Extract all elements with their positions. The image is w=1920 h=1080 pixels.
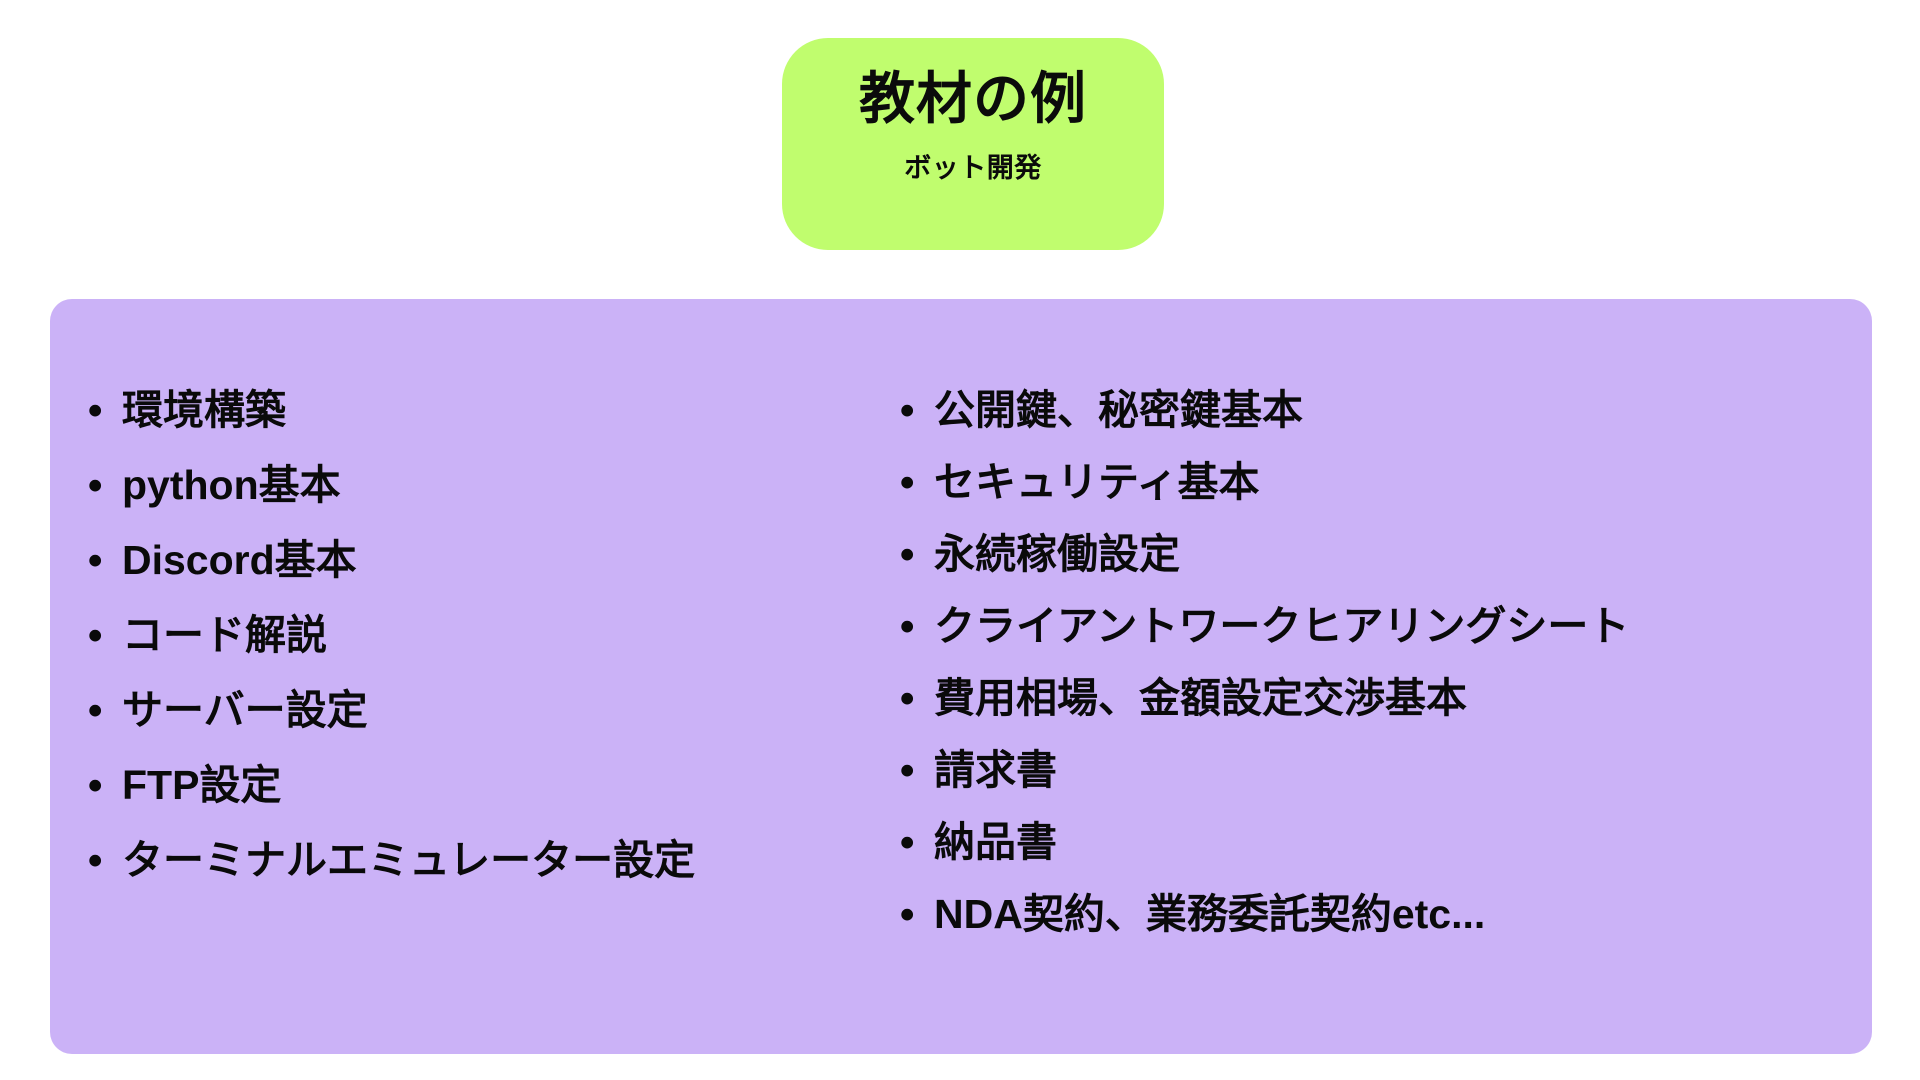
list-item: • NDA契約、業務委託契約etc... bbox=[900, 894, 1872, 935]
list-item-label: コード解説 bbox=[122, 612, 327, 658]
list-item-label: クライアントワークヒアリングシート bbox=[934, 603, 1630, 649]
bullet-point-icon: • bbox=[900, 819, 915, 865]
list-item: • コード解説 bbox=[88, 615, 890, 656]
bullet-point-icon: • bbox=[88, 687, 103, 733]
bullet-column-left: • 環境構築 • python基本 • Discord基本 • コード解説 • bbox=[50, 299, 890, 915]
list-item-label: ターミナルエミュレーター設定 bbox=[122, 837, 696, 883]
bullet-point-icon: • bbox=[900, 459, 915, 505]
list-item-label: セキュリティ基本 bbox=[934, 459, 1260, 505]
list-item: • FTP設定 bbox=[88, 765, 890, 806]
bullet-list-right: • 公開鍵、秘密鍵基本 • セキュリティ基本 • 永続稼働設定 • クライアント… bbox=[900, 390, 1872, 935]
bullet-column-right: • 公開鍵、秘密鍵基本 • セキュリティ基本 • 永続稼働設定 • クライアント… bbox=[890, 299, 1872, 966]
bullet-point-icon: • bbox=[88, 537, 103, 583]
list-item: • 納品書 bbox=[900, 822, 1872, 863]
list-item: • サーバー設定 bbox=[88, 690, 890, 731]
list-item: • 永続稼働設定 bbox=[900, 534, 1872, 575]
list-item-label: python基本 bbox=[122, 462, 341, 508]
list-item-label: 納品書 bbox=[934, 819, 1057, 865]
page-subtitle: ボット開発 bbox=[904, 153, 1042, 183]
list-item: • 環境構築 bbox=[88, 390, 890, 431]
bullet-point-icon: • bbox=[88, 462, 103, 508]
bullet-point-icon: • bbox=[900, 747, 915, 793]
bullet-point-icon: • bbox=[88, 762, 103, 808]
list-item-label: 公開鍵、秘密鍵基本 bbox=[934, 387, 1303, 433]
list-item: • 請求書 bbox=[900, 750, 1872, 791]
list-item-label: FTP設定 bbox=[122, 762, 282, 808]
list-item: • python基本 bbox=[88, 465, 890, 506]
bullet-point-icon: • bbox=[900, 387, 915, 433]
bullet-point-icon: • bbox=[900, 891, 915, 937]
list-item: • 公開鍵、秘密鍵基本 bbox=[900, 390, 1872, 431]
bullet-point-icon: • bbox=[900, 675, 915, 721]
list-item-label: Discord基本 bbox=[122, 537, 357, 583]
list-item: • 費用相場、金額設定交渉基本 bbox=[900, 678, 1872, 719]
bullet-point-icon: • bbox=[900, 531, 915, 577]
page-title: 教材の例 bbox=[859, 67, 1087, 130]
bullet-point-icon: • bbox=[900, 603, 915, 649]
list-item-label: 永続稼働設定 bbox=[934, 531, 1180, 577]
list-item-label: 費用相場、金額設定交渉基本 bbox=[934, 675, 1467, 721]
header-card: 教材の例 ボット開発 bbox=[782, 38, 1164, 250]
content-panel: • 環境構築 • python基本 • Discord基本 • コード解説 • bbox=[50, 299, 1872, 1054]
list-item-label: 環境構築 bbox=[122, 387, 286, 433]
bullet-point-icon: • bbox=[88, 387, 103, 433]
list-item: • セキュリティ基本 bbox=[900, 462, 1872, 503]
bullet-point-icon: • bbox=[88, 612, 103, 658]
list-item-label: NDA契約、業務委託契約etc... bbox=[934, 891, 1486, 937]
list-item: • ターミナルエミュレーター設定 bbox=[88, 840, 890, 881]
bullet-list-left: • 環境構築 • python基本 • Discord基本 • コード解説 • bbox=[88, 390, 890, 881]
list-item: • クライアントワークヒアリングシート bbox=[900, 606, 1872, 647]
list-item: • Discord基本 bbox=[88, 540, 890, 581]
list-item-label: サーバー設定 bbox=[122, 687, 368, 733]
list-item-label: 請求書 bbox=[934, 747, 1057, 793]
bullet-point-icon: • bbox=[88, 837, 103, 883]
